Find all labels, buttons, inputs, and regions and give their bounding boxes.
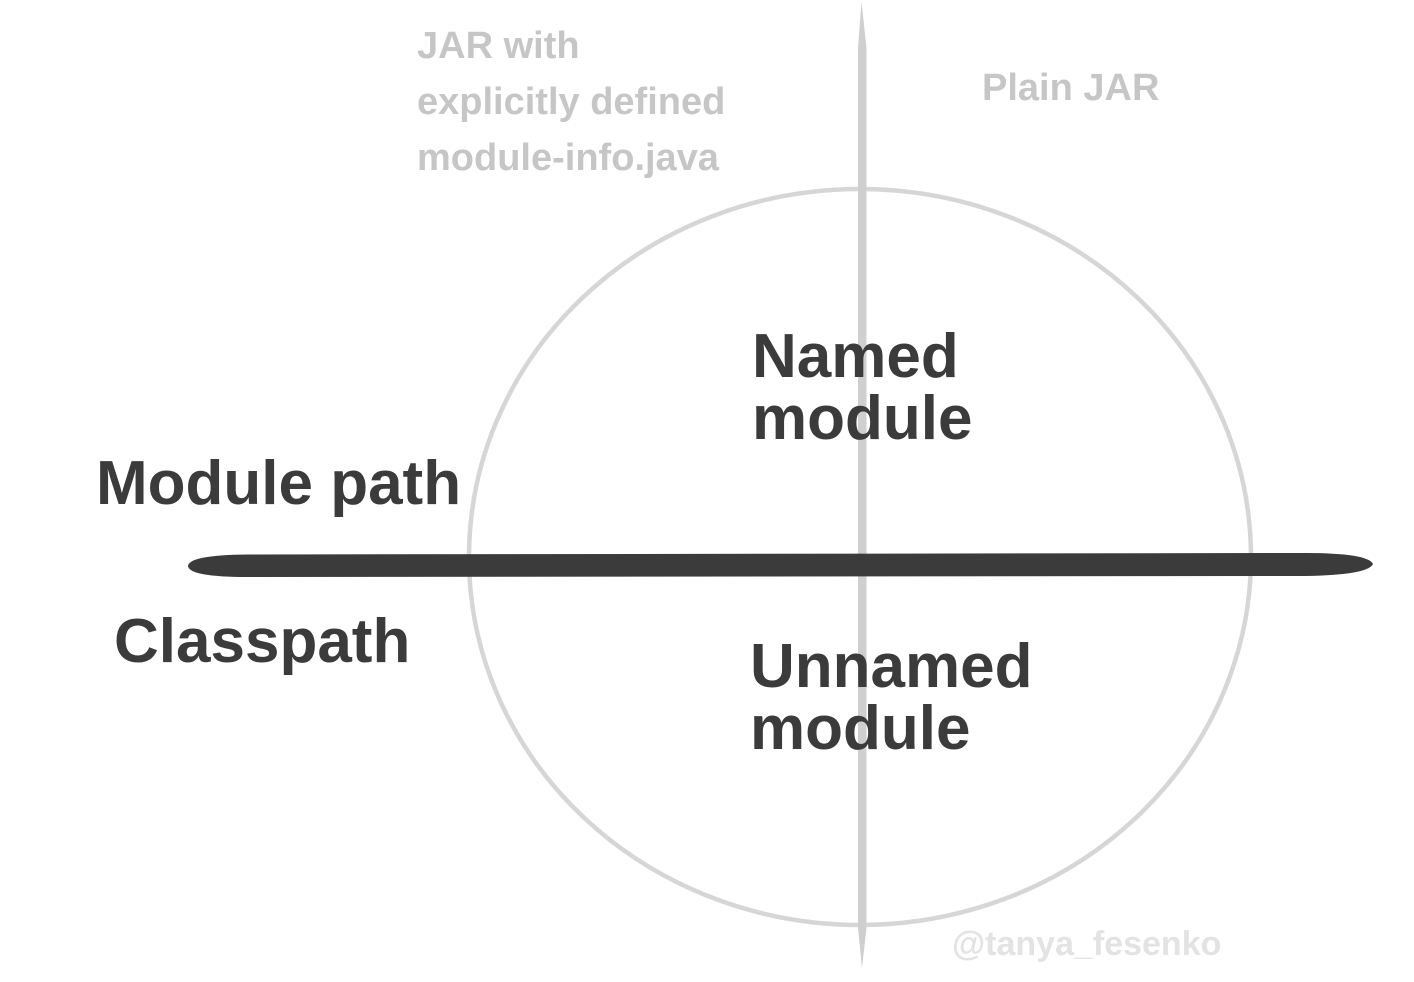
horizontal-axis-line [188,553,1373,577]
label-module-path: Module path [96,449,462,518]
label-plain-jar: Plain JAR [982,67,1160,109]
label-jar-with-explicit-module-info: JAR with explicitly defined module-info.… [417,25,726,179]
label-named-module: Named module [752,322,973,453]
label-unnamed-module: Unnamed module [750,632,1033,763]
watermark-author-handle: @tanya_fesenko [952,925,1222,963]
label-classpath: Classpath [114,607,411,676]
vertical-divider-line [858,2,867,968]
